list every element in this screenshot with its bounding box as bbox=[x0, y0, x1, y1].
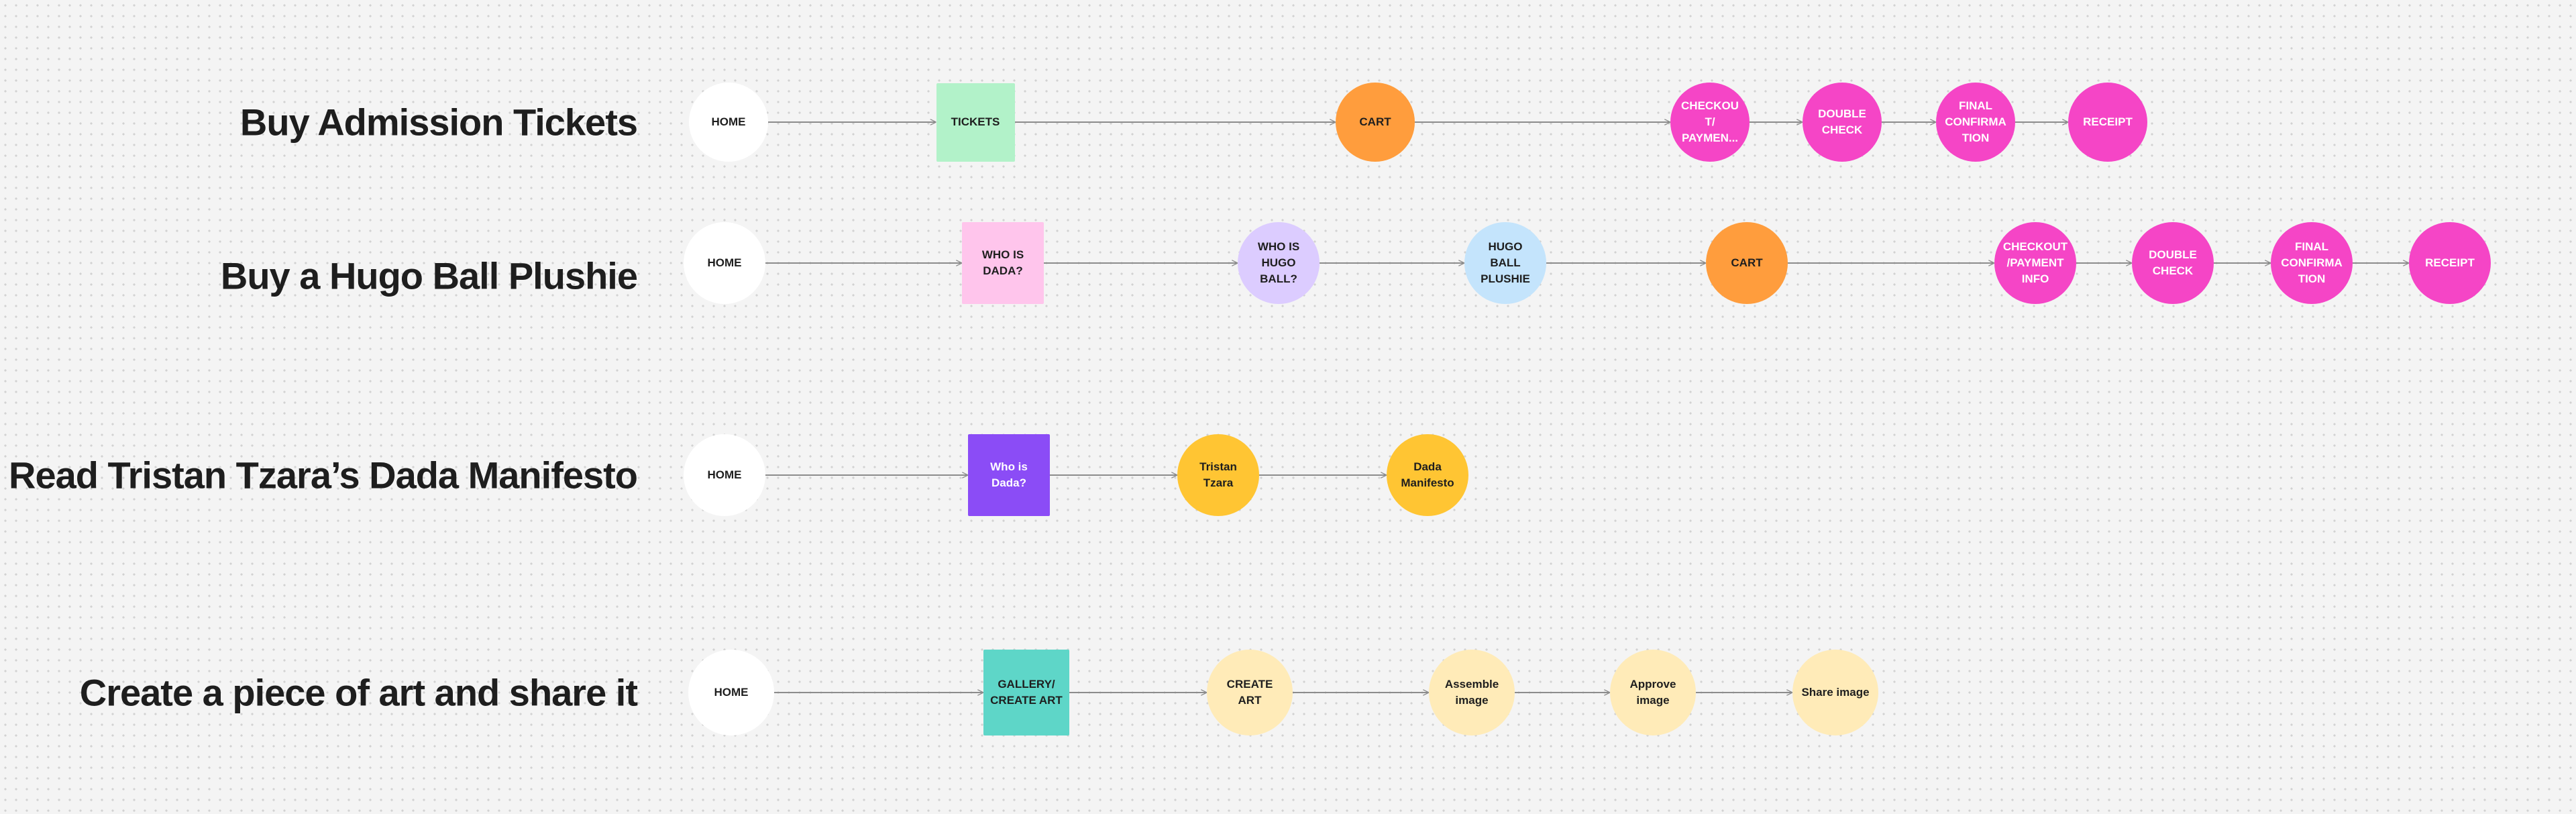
node-buy-admission-tickets-cart[interactable]: CART bbox=[1336, 83, 1415, 162]
node-read-tristan-tzaras-dada-manifesto-home[interactable]: HOME bbox=[684, 434, 765, 516]
node-read-tristan-tzaras-dada-manifesto-who-is-dada[interactable]: Who is Dada? bbox=[968, 434, 1050, 516]
node-create-a-piece-of-art-and-share-it-home[interactable]: HOME bbox=[688, 650, 774, 735]
node-read-tristan-tzaras-dada-manifesto-dada-manifesto[interactable]: Dada Manifesto bbox=[1387, 434, 1468, 516]
node-buy-a-hugo-ball-plushie-final-confirma-tion[interactable]: FINAL CONFIRMA TION bbox=[2271, 222, 2353, 304]
node-buy-a-hugo-ball-plushie-double-check[interactable]: DOUBLE CHECK bbox=[2132, 222, 2214, 304]
node-read-tristan-tzaras-dada-manifesto-tristan-tzara[interactable]: Tristan Tzara bbox=[1177, 434, 1259, 516]
flow-title-create-a-piece-of-art-and-share-it: Create a piece of art and share it bbox=[79, 671, 638, 714]
node-buy-a-hugo-ball-plushie-receipt[interactable]: RECEIPT bbox=[2409, 222, 2491, 304]
node-buy-admission-tickets-receipt[interactable]: RECEIPT bbox=[2068, 83, 2147, 162]
node-create-a-piece-of-art-and-share-it-gallery-create-art[interactable]: GALLERY/ CREATE ART bbox=[983, 650, 1069, 735]
node-create-a-piece-of-art-and-share-it-approve-image[interactable]: Approve image bbox=[1610, 650, 1696, 735]
flow-title-buy-admission-tickets: Buy Admission Tickets bbox=[239, 101, 638, 144]
node-buy-admission-tickets-home[interactable]: HOME bbox=[689, 83, 768, 162]
node-buy-admission-tickets-double-check[interactable]: DOUBLE CHECK bbox=[1803, 83, 1882, 162]
node-buy-admission-tickets-checkou-t-paymen[interactable]: CHECKOU T/ PAYMEN... bbox=[1670, 83, 1750, 162]
node-create-a-piece-of-art-and-share-it-create-art[interactable]: CREATE ART bbox=[1207, 650, 1293, 735]
node-buy-admission-tickets-final-confirma-tion[interactable]: FINAL CONFIRMA TION bbox=[1936, 83, 2015, 162]
node-create-a-piece-of-art-and-share-it-share-image[interactable]: Share image bbox=[1792, 650, 1878, 735]
flow-title-read-tristan-tzaras-dada-manifesto: Read Tristan Tzara’s Dada Manifesto bbox=[9, 454, 638, 497]
flow-title-buy-a-hugo-ball-plushie: Buy a Hugo Ball Plushie bbox=[220, 254, 638, 297]
node-buy-a-hugo-ball-plushie-who-is-dada[interactable]: WHO IS DADA? bbox=[962, 222, 1044, 304]
node-buy-a-hugo-ball-plushie-checkout-payment-info[interactable]: CHECKOUT /PAYMENT INFO bbox=[1994, 222, 2076, 304]
node-buy-admission-tickets-tickets[interactable]: TICKETS bbox=[936, 83, 1015, 162]
node-buy-a-hugo-ball-plushie-who-is-hugo-ball[interactable]: WHO IS HUGO BALL? bbox=[1238, 222, 1320, 304]
node-create-a-piece-of-art-and-share-it-assemble-image[interactable]: Assemble image bbox=[1429, 650, 1515, 735]
node-buy-a-hugo-ball-plushie-hugo-ball-plushie[interactable]: HUGO BALL PLUSHIE bbox=[1464, 222, 1546, 304]
node-buy-a-hugo-ball-plushie-home[interactable]: HOME bbox=[684, 222, 765, 304]
node-buy-a-hugo-ball-plushie-cart[interactable]: CART bbox=[1706, 222, 1788, 304]
